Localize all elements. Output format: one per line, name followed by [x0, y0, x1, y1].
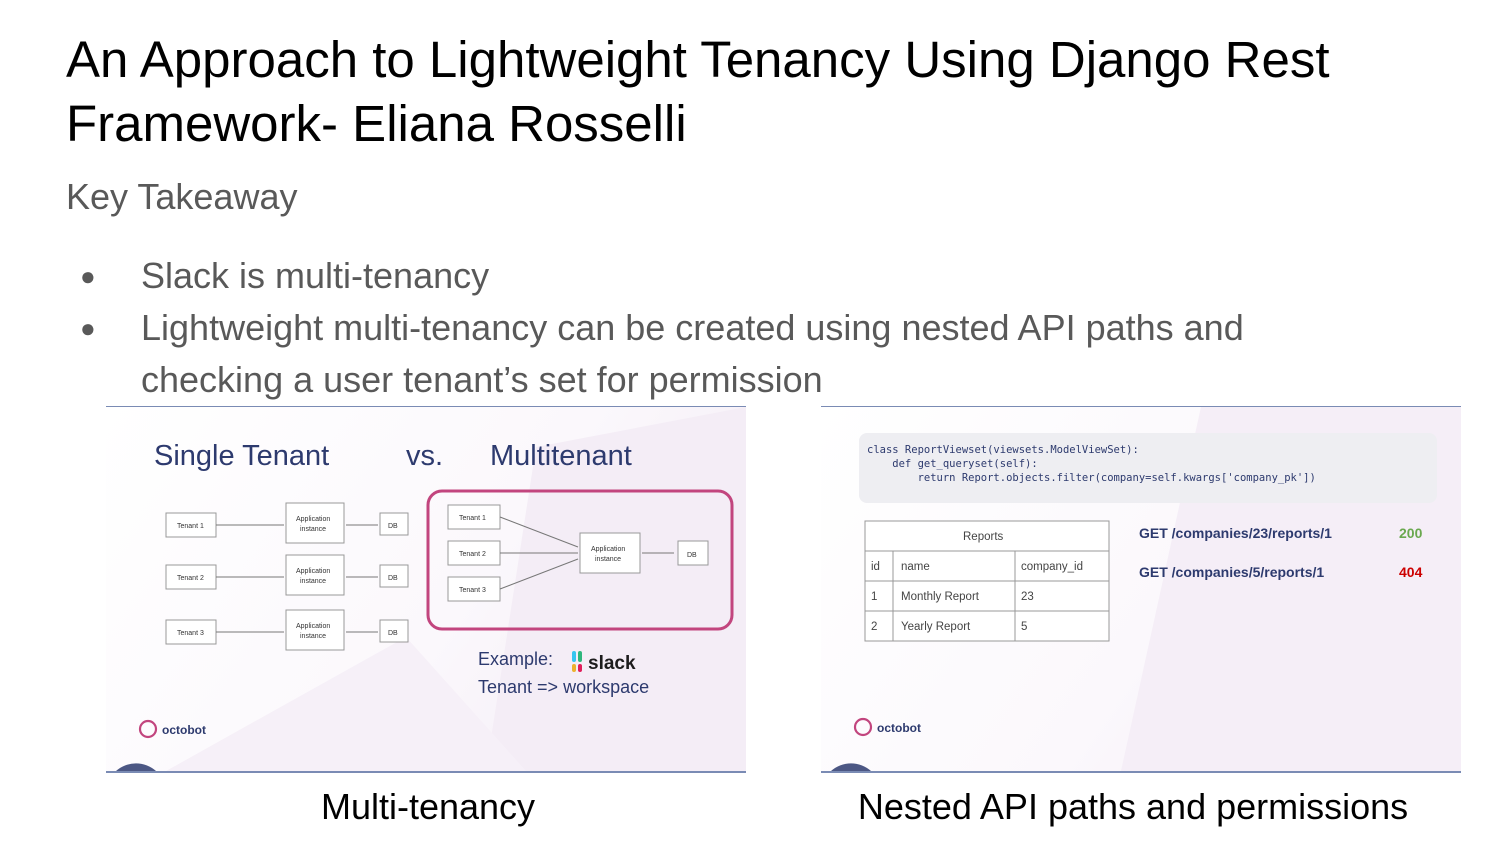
app-label: Application: [591, 546, 625, 553]
slack-wordmark: slack: [588, 653, 636, 674]
database-icon: DB: [379, 564, 409, 588]
slack-logo-icon: [572, 651, 582, 672]
caption-multi-tenancy: Multi-tenancy: [320, 786, 536, 827]
connector-arrows: [216, 524, 378, 633]
app-label: instance: [300, 578, 326, 585]
bullet-text: Slack is multi-tenancy: [141, 255, 490, 296]
app-instance-box: Application instance: [285, 502, 345, 544]
bullet-text: Lightweight multi-tenancy can be created…: [141, 307, 1244, 400]
multitenancy-slide-image: Single Tenant vs. Multitenant Tenant 1 T…: [106, 406, 746, 773]
reports-table: Reports id name company_id 1 Monthly Rep…: [864, 520, 1110, 642]
table-cell: 5: [1021, 621, 1027, 633]
tenant-box: Tenant 1: [165, 512, 217, 538]
table-title: Reports: [963, 531, 1004, 543]
tenant-box: Tenant 3: [165, 619, 217, 645]
caption-nested-api: Nested API paths and permissions: [857, 786, 1409, 827]
bullet-dot-icon: ●: [80, 261, 96, 291]
heading-multitenant: Multitenant: [490, 440, 632, 472]
subtitle: Key Takeaway: [66, 176, 298, 217]
request-status: 200: [1399, 525, 1423, 541]
tenant-label: Tenant 3: [459, 587, 486, 594]
table-header: id: [871, 561, 880, 573]
brand-label: octobot: [877, 721, 921, 735]
database-icon: DB: [379, 619, 409, 643]
app-label: Application: [296, 623, 330, 630]
tenant-box: Tenant 3: [447, 576, 501, 602]
database-icon: DB: [379, 512, 409, 536]
tenant-label: Tenant 2: [177, 575, 204, 582]
table-header: company_id: [1021, 561, 1083, 573]
tenant-box: Tenant 2: [165, 564, 217, 590]
octobot-logo-icon: [138, 719, 158, 739]
brand-label: octobot: [162, 723, 206, 737]
bullet-dot-icon: ●: [80, 313, 96, 343]
multitenant-diagram: Tenant 1 Tenant 2 Tenant 3 Application i…: [426, 489, 734, 631]
bullet-item: ● Slack is multi-tenancy: [78, 250, 1338, 302]
heading-single-tenant: Single Tenant: [154, 440, 329, 472]
db-label: DB: [687, 552, 697, 559]
tenant-label: Tenant 2: [459, 551, 486, 558]
table-cell: 23: [1021, 591, 1034, 603]
bullet-item: ● Lightweight multi-tenancy can be create…: [78, 302, 1338, 406]
app-label: instance: [300, 633, 326, 640]
request-path: GET /companies/5/reports/1: [1139, 564, 1324, 580]
example-label: Example:: [478, 649, 553, 669]
request-status: 404: [1399, 564, 1423, 580]
code-line: class ReportViewset(viewsets.ModelViewSe…: [867, 444, 1139, 456]
app-label: Application: [296, 516, 330, 523]
nested-api-slide-image: class ReportViewset(viewsets.ModelViewSe…: [821, 406, 1461, 773]
db-label: DB: [388, 523, 398, 530]
code-line: return Report.objects.filter(company=sel…: [867, 472, 1316, 484]
database-icon: DB: [677, 540, 709, 566]
decor-shape: [166, 407, 746, 771]
code-block: [859, 433, 1437, 503]
bullet-list: ● Slack is multi-tenancy ● Lightweight mul…: [78, 250, 1338, 406]
code-line: def get_queryset(self):: [867, 458, 1038, 470]
single-tenant-diagram: Tenant 1 Tenant 2 Tenant 3 Application i…: [165, 502, 409, 651]
octobot-logo-icon: [853, 717, 873, 737]
db-label: DB: [388, 630, 398, 637]
tenant-workspace-note: Tenant => workspace: [478, 677, 649, 697]
app-label: instance: [300, 526, 326, 533]
table-cell: Monthly Report: [901, 591, 980, 603]
tenant-label: Tenant 1: [459, 515, 486, 522]
app-instance-box: Application instance: [285, 609, 345, 651]
table-cell: Yearly Report: [901, 621, 971, 633]
app-instance-box: Application instance: [579, 532, 641, 574]
page-title: An Approach to Lightweight Tenancy Using…: [66, 31, 1330, 152]
decor-shape: [116, 763, 156, 771]
table-cell: 1: [871, 591, 877, 603]
connector-arrows: [499, 516, 674, 590]
tenant-label: Tenant 3: [177, 630, 204, 637]
multitenant-highlight-box: [426, 489, 734, 631]
app-label: instance: [595, 556, 621, 563]
heading-vs: vs.: [406, 440, 443, 472]
tenant-box: Tenant 2: [447, 540, 501, 566]
app-instance-box: Application instance: [285, 554, 345, 596]
tenant-box: Tenant 1: [447, 504, 501, 530]
request-path: GET /companies/23/reports/1: [1139, 525, 1332, 541]
table-header: name: [901, 561, 930, 573]
table-cell: 2: [871, 621, 877, 633]
decor-shape: [831, 763, 871, 771]
tenant-label: Tenant 1: [177, 523, 204, 530]
app-label: Application: [296, 568, 330, 575]
db-label: DB: [388, 575, 398, 582]
